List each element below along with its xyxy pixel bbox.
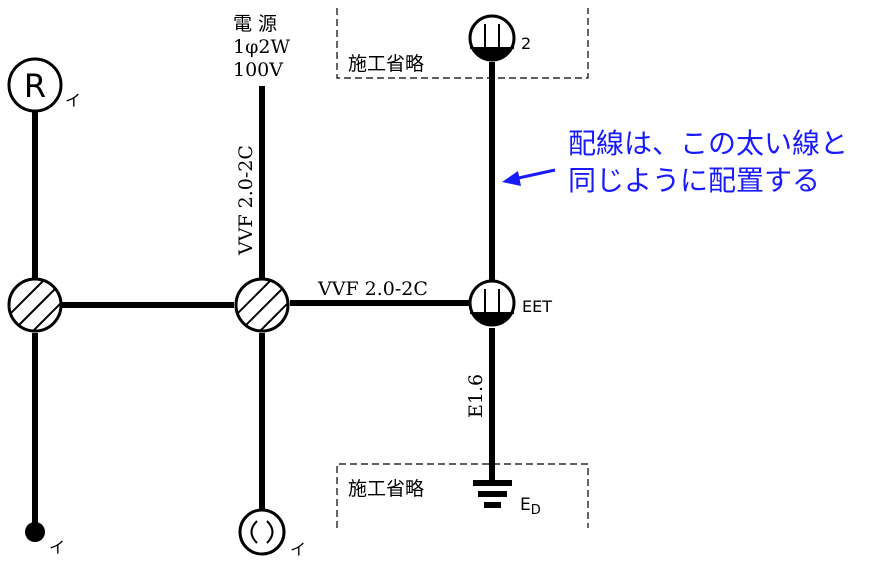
ground-letter: E [520, 495, 531, 515]
outlet-label: イ [290, 540, 306, 559]
annotation-line1: 配線は、この太い線と [568, 127, 848, 160]
wiring [32, 62, 495, 530]
lamp-r: R イ [7, 57, 81, 113]
outlet-circle: イ [238, 508, 306, 559]
pilot-lamp: イ [25, 522, 65, 557]
omitted-region-bottom: 施工省略 [336, 463, 589, 528]
power-source-title: 電 源 [233, 13, 277, 35]
cable-label-vertical: VVF 2.0-2C [235, 145, 257, 256]
junction-box-left [7, 277, 63, 333]
omitted-label-bottom: 施工省略 [348, 478, 424, 500]
lamp-r-symbol: R [24, 67, 46, 105]
power-source-voltage: 100V [233, 59, 283, 81]
power-source-label: 電 源 1φ2W 100V [233, 13, 290, 81]
annotation-line2: 同じように配置する [568, 164, 820, 197]
annotation-arrow-line [513, 168, 556, 181]
junction-box-center [234, 277, 290, 333]
ground-subscript: D [531, 503, 541, 518]
ground-wire-label: E1.6 [465, 374, 487, 418]
outlet-eet-label: EET [522, 297, 552, 316]
power-source-spec: 1φ2W [233, 36, 290, 58]
ground-label: ED [520, 495, 541, 518]
annotation: 配線は、この太い線と 同じように配置する [502, 127, 848, 197]
omitted-region-top: 施工省略 [336, 8, 589, 79]
ground-symbol: ED [473, 480, 541, 518]
annotation-arrow-head [502, 171, 521, 186]
cable-label-horizontal: VVF 2.0-2C [317, 278, 428, 300]
pilot-label: イ [49, 538, 65, 557]
outlet-eet: EET [468, 279, 552, 327]
outlet-duplex-top: 2 [468, 14, 531, 62]
omitted-label-top: 施工省略 [348, 53, 424, 75]
outlet-top-label: 2 [521, 34, 531, 53]
lamp-r-label: イ [65, 91, 81, 110]
